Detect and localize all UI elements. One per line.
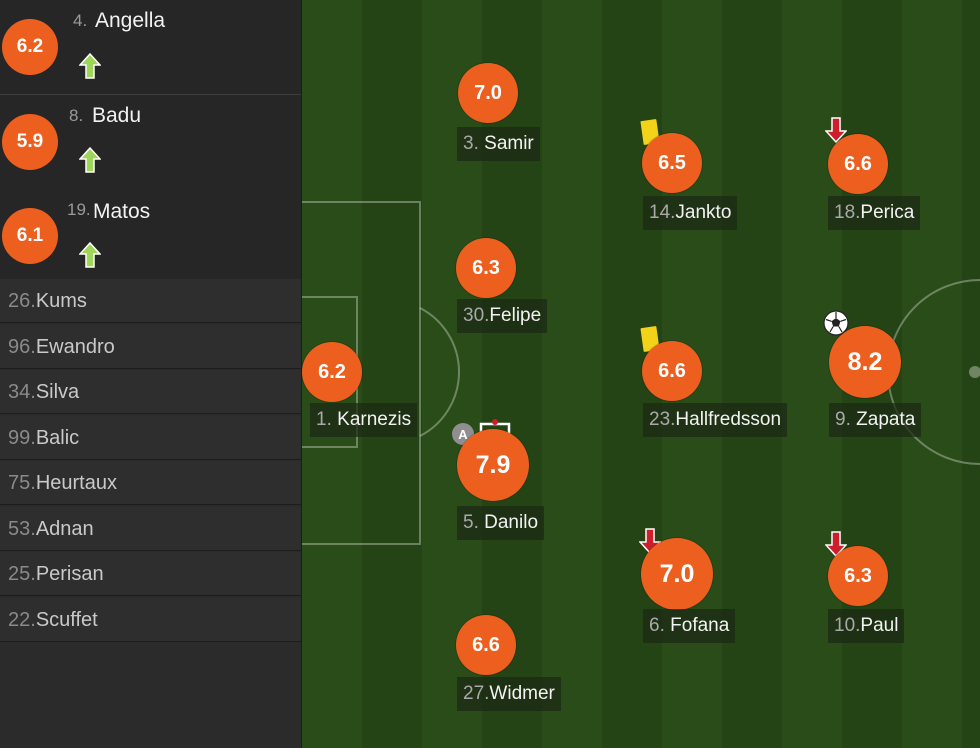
player-name: Ewandro bbox=[35, 336, 115, 358]
player-name: Zapata bbox=[856, 409, 916, 430]
rating-badge: 7.0 bbox=[458, 63, 518, 123]
player-label[interactable]: 9. Zapata bbox=[829, 403, 922, 437]
player-number: 4. bbox=[73, 11, 88, 30]
player-name: Adnan bbox=[35, 518, 94, 540]
rating-badge: 6.2 bbox=[2, 19, 58, 75]
player-label[interactable]: 14.Jankto bbox=[643, 196, 738, 230]
rating-badge: 7.9 bbox=[457, 429, 529, 501]
player-name: Balic bbox=[35, 427, 80, 449]
player-name: Kums bbox=[35, 290, 87, 312]
player-number: 8. bbox=[69, 106, 84, 125]
rating-badge: 6.3 bbox=[828, 546, 888, 606]
bench-player[interactable]: 75.Heurtaux bbox=[0, 461, 301, 505]
player-label[interactable]: 5. Danilo bbox=[457, 506, 545, 540]
rating-badge: 6.6 bbox=[642, 341, 702, 401]
player-name: Fofana bbox=[670, 615, 730, 636]
pitch: 6.2 1. Karnezis 7.0 3. Samir 6.3 30.Feli… bbox=[302, 0, 980, 748]
bench-player[interactable]: 25.Perisan bbox=[0, 552, 301, 596]
bench-player[interactable]: 53.Adnan bbox=[0, 507, 301, 551]
substitute-row[interactable]: 5.9 8. Badu bbox=[0, 95, 301, 190]
player-name: Silva bbox=[35, 381, 80, 403]
goal-scored-ball-icon bbox=[823, 310, 849, 336]
sub-in-arrow-icon bbox=[79, 242, 101, 268]
bench-player[interactable]: 99.Balic bbox=[0, 416, 301, 460]
sub-out-arrow-icon bbox=[825, 117, 847, 143]
substitutes-panel: 6.2 4. Angella 5.9 8. Badu 6.1 19. Matos… bbox=[0, 0, 302, 748]
player-name: Hallfredsson bbox=[675, 409, 782, 430]
rating-badge: 8.2 bbox=[829, 326, 901, 398]
rating-badge: 7.0 bbox=[641, 538, 713, 610]
player-name: Felipe bbox=[489, 305, 542, 326]
player-label[interactable]: 10.Paul bbox=[828, 609, 905, 643]
player-name: Jankto bbox=[675, 202, 732, 223]
substitute-row[interactable]: 6.1 19. Matos bbox=[0, 185, 301, 280]
rating-badge: 6.6 bbox=[828, 134, 888, 194]
rating-badge: 6.5 bbox=[642, 133, 702, 193]
player-name: Perica bbox=[860, 202, 915, 223]
player-label[interactable]: 3. Samir bbox=[457, 127, 540, 161]
rating-badge: 5.9 bbox=[2, 114, 58, 170]
sub-in-arrow-icon bbox=[79, 147, 101, 173]
player-name: Perisan bbox=[35, 563, 104, 585]
bench-player[interactable]: 26.Kums bbox=[0, 279, 301, 323]
player-name: Paul bbox=[860, 615, 899, 636]
rating-badge: 6.2 bbox=[302, 342, 362, 402]
bench-player[interactable]: 34.Silva bbox=[0, 370, 301, 414]
player-name[interactable]: Badu bbox=[92, 104, 142, 127]
bench-player[interactable]: 96.Ewandro bbox=[0, 325, 301, 369]
player-name[interactable]: Matos bbox=[93, 200, 151, 223]
player-label[interactable]: 18.Perica bbox=[828, 196, 921, 230]
sub-in-arrow-icon bbox=[79, 53, 101, 79]
player-name: Danilo bbox=[484, 512, 539, 533]
player-name: Heurtaux bbox=[35, 472, 117, 494]
player-label[interactable]: 27.Widmer bbox=[457, 677, 561, 711]
player-name: Karnezis bbox=[337, 409, 412, 430]
player-name[interactable]: Angella bbox=[95, 9, 166, 32]
rating-badge: 6.1 bbox=[2, 208, 58, 264]
player-label[interactable]: 1. Karnezis bbox=[310, 403, 418, 437]
rating-badge: 6.6 bbox=[456, 615, 516, 675]
rating-badge: 6.3 bbox=[456, 238, 516, 298]
player-name: Samir bbox=[484, 133, 534, 154]
player-name: Widmer bbox=[489, 683, 555, 704]
player-label[interactable]: 30.Felipe bbox=[457, 299, 548, 333]
player-label[interactable]: 6. Fofana bbox=[643, 609, 736, 643]
player-number: 19. bbox=[67, 200, 91, 219]
substitute-row[interactable]: 6.2 4. Angella bbox=[0, 0, 301, 95]
player-name: Scuffet bbox=[35, 609, 98, 631]
bench-player[interactable]: 22.Scuffet bbox=[0, 598, 301, 642]
player-label[interactable]: 23.Hallfredsson bbox=[643, 403, 788, 437]
